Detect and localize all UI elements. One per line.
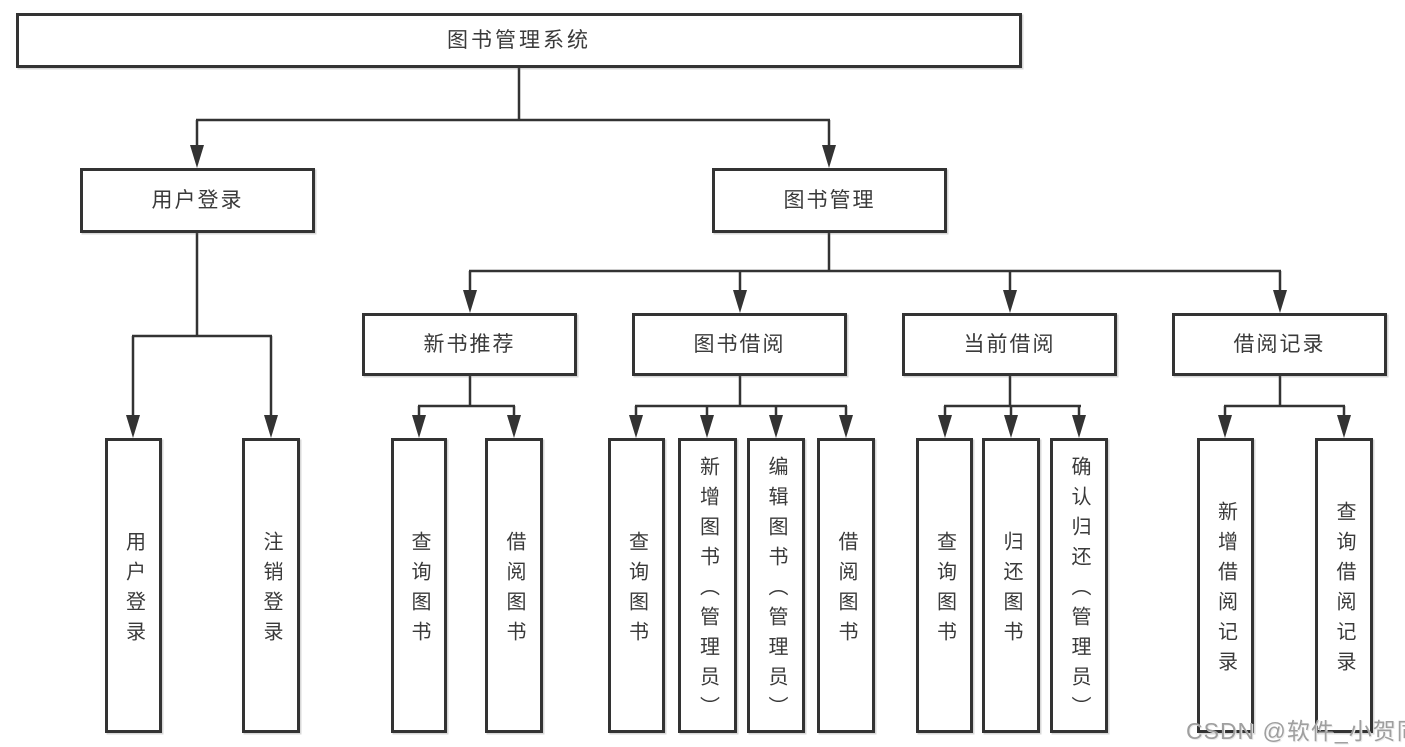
watermark: CSDN @软件_小贺同学 [1186,718,1405,744]
node-borrowing-records: 借阅记录 [1172,313,1387,376]
leaf-query-borrow-record: 查询借阅记录 [1315,438,1373,733]
leaf-logout: 注销登录 [242,438,300,733]
arrow-icon [126,415,140,438]
leaf-edit-books-admin: 编辑图书（管理员） [747,438,805,733]
node-current-borrowing: 当前借阅 [902,313,1117,376]
arrow-icon [1218,415,1232,438]
arrow-icon [463,290,477,313]
arrow-icon [1003,290,1017,313]
arrow-icon [264,415,278,438]
node-book-borrowing: 图书借阅 [632,313,847,376]
arrow-icon [733,290,747,313]
arrow-icon [1337,415,1351,438]
leaf-user-login: 用户登录 [105,438,162,733]
node-new-book-recommendation: 新书推荐 [362,313,577,376]
arrow-icon [700,415,714,438]
leaf-borrow-books-recommend: 借阅图书 [485,438,543,733]
arrow-icon [1004,415,1018,438]
leaf-add-books-admin: 新增图书（管理员） [678,438,737,733]
leaf-query-books-borrowing: 查询图书 [608,438,665,733]
arrow-icon [1273,290,1287,313]
leaf-query-books-recommend: 查询图书 [391,438,447,733]
arrow-icon [412,415,426,438]
leaf-return-books: 归还图书 [982,438,1040,733]
node-book-management: 图书管理 [712,168,947,233]
arrow-icon [629,415,643,438]
leaf-add-borrow-record: 新增借阅记录 [1197,438,1254,733]
arrowheads [126,145,1351,438]
arrow-icon [190,145,204,168]
arrow-icon [769,415,783,438]
node-user-login: 用户登录 [80,168,315,233]
arrow-icon [822,145,836,168]
tree-edges [131,68,1346,418]
arrow-icon [839,415,853,438]
leaf-borrow-books-borrowing: 借阅图书 [817,438,875,733]
node-root: 图书管理系统 [16,13,1022,68]
arrow-icon [1072,415,1086,438]
arrow-icon [507,415,521,438]
leaf-confirm-return-admin: 确认归还（管理员） [1050,438,1108,733]
arrow-icon [938,415,952,438]
leaf-query-books-current: 查询图书 [916,438,973,733]
